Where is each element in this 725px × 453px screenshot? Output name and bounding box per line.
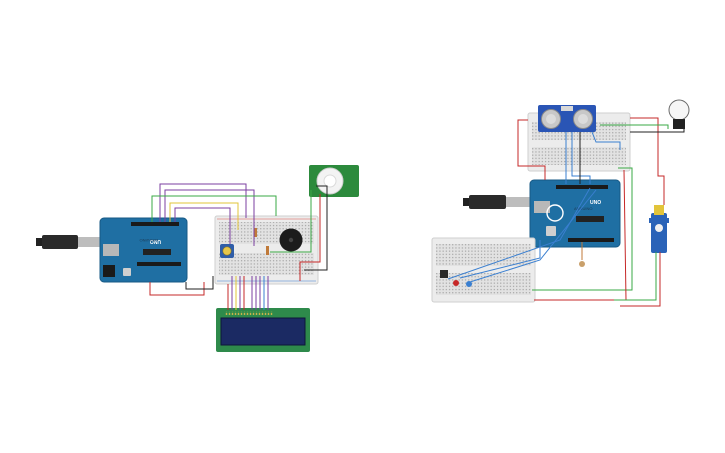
led-red [453, 280, 459, 286]
pir-motion-sensor [309, 165, 359, 197]
push-button [440, 270, 448, 278]
uno-sub-left: ARDUINO [140, 238, 158, 243]
servo-motor [649, 205, 669, 253]
wires-left [149, 183, 328, 310]
usb-cable-right [463, 195, 531, 209]
wires-right [447, 117, 685, 307]
led-blue [466, 281, 472, 287]
uno-logo-left: UNO [150, 238, 161, 244]
ultrasonic-sensor [538, 105, 596, 132]
buzzer [279, 228, 303, 252]
left-circuit: UNO ARDUINO [36, 165, 359, 352]
usb-cable-left [36, 235, 100, 249]
resistor-right [579, 261, 585, 267]
resistor-left [254, 228, 269, 255]
right-circuit: UNO ARDUINO [431, 99, 690, 307]
potentiometer [220, 244, 234, 258]
lcd-16x2 [216, 308, 310, 352]
breadboard-right-bottom [431, 237, 536, 303]
uno-logo-right: UNO [590, 200, 601, 206]
light-bulb [668, 99, 690, 129]
uno-sub-right: ARDUINO [574, 206, 592, 211]
arduino-uno-left: UNO ARDUINO [99, 217, 188, 283]
